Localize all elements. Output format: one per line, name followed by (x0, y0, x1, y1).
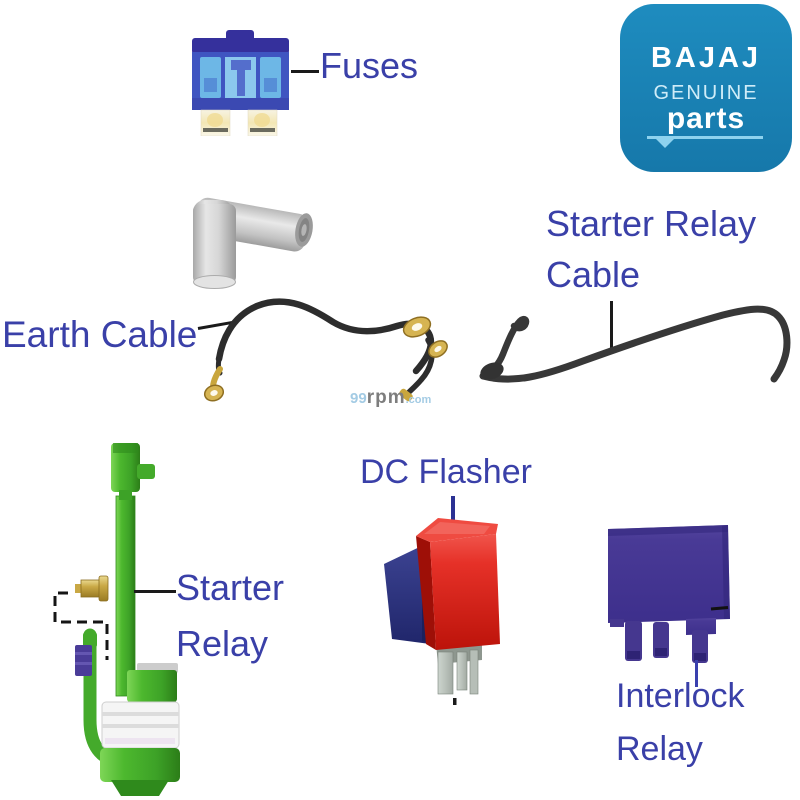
logo-genuine-text: GENUINE (653, 82, 759, 104)
dc-flasher-label: DC Flasher (360, 453, 532, 491)
dc-flasher-icon (378, 512, 508, 712)
logo-arrow-icon (656, 139, 674, 148)
interlock-relay-pointer-line (695, 660, 698, 687)
interlock-relay-label-line2: Relay (616, 730, 703, 768)
fuses-pointer-line (291, 70, 319, 73)
starter-relay-cable-icon (468, 298, 798, 393)
starter-relay-cable-label-line1: Starter Relay (546, 203, 757, 244)
logo-parts-text: parts (666, 102, 746, 135)
earth-cable-label: Earth Cable (2, 314, 198, 355)
logo-underline (647, 135, 763, 139)
interlock-relay-icon (598, 518, 738, 673)
watermark-num: 99 (350, 390, 367, 407)
watermark: 99rpm.com (350, 387, 431, 409)
fuses-label: Fuses (320, 45, 419, 86)
starter-relay-pointer-line (134, 590, 176, 593)
starter-relay-label-line1: Starter (176, 567, 285, 608)
bajaj-genuine-parts-logo: BAJAJ GENUINE parts (620, 4, 792, 172)
dc-flasher-pointer-line (451, 496, 455, 523)
bajaj-wordmark: BAJAJ (650, 42, 762, 74)
interlock-relay-label-line1: Interlock (616, 677, 745, 715)
watermark-dotcom: .com (405, 394, 432, 406)
starter-relay-icon (45, 430, 245, 800)
starter-relay-cable-label-line2: Cable (546, 254, 641, 295)
earth-cable-icon (195, 293, 450, 413)
spark-plug-cap-icon (178, 190, 323, 297)
blade-fuse-icon (186, 30, 296, 141)
starter-relay-label-line2: Relay (176, 623, 269, 664)
watermark-rpm: rpm (366, 387, 406, 408)
starter-relay-cable-pointer-line (610, 301, 613, 352)
